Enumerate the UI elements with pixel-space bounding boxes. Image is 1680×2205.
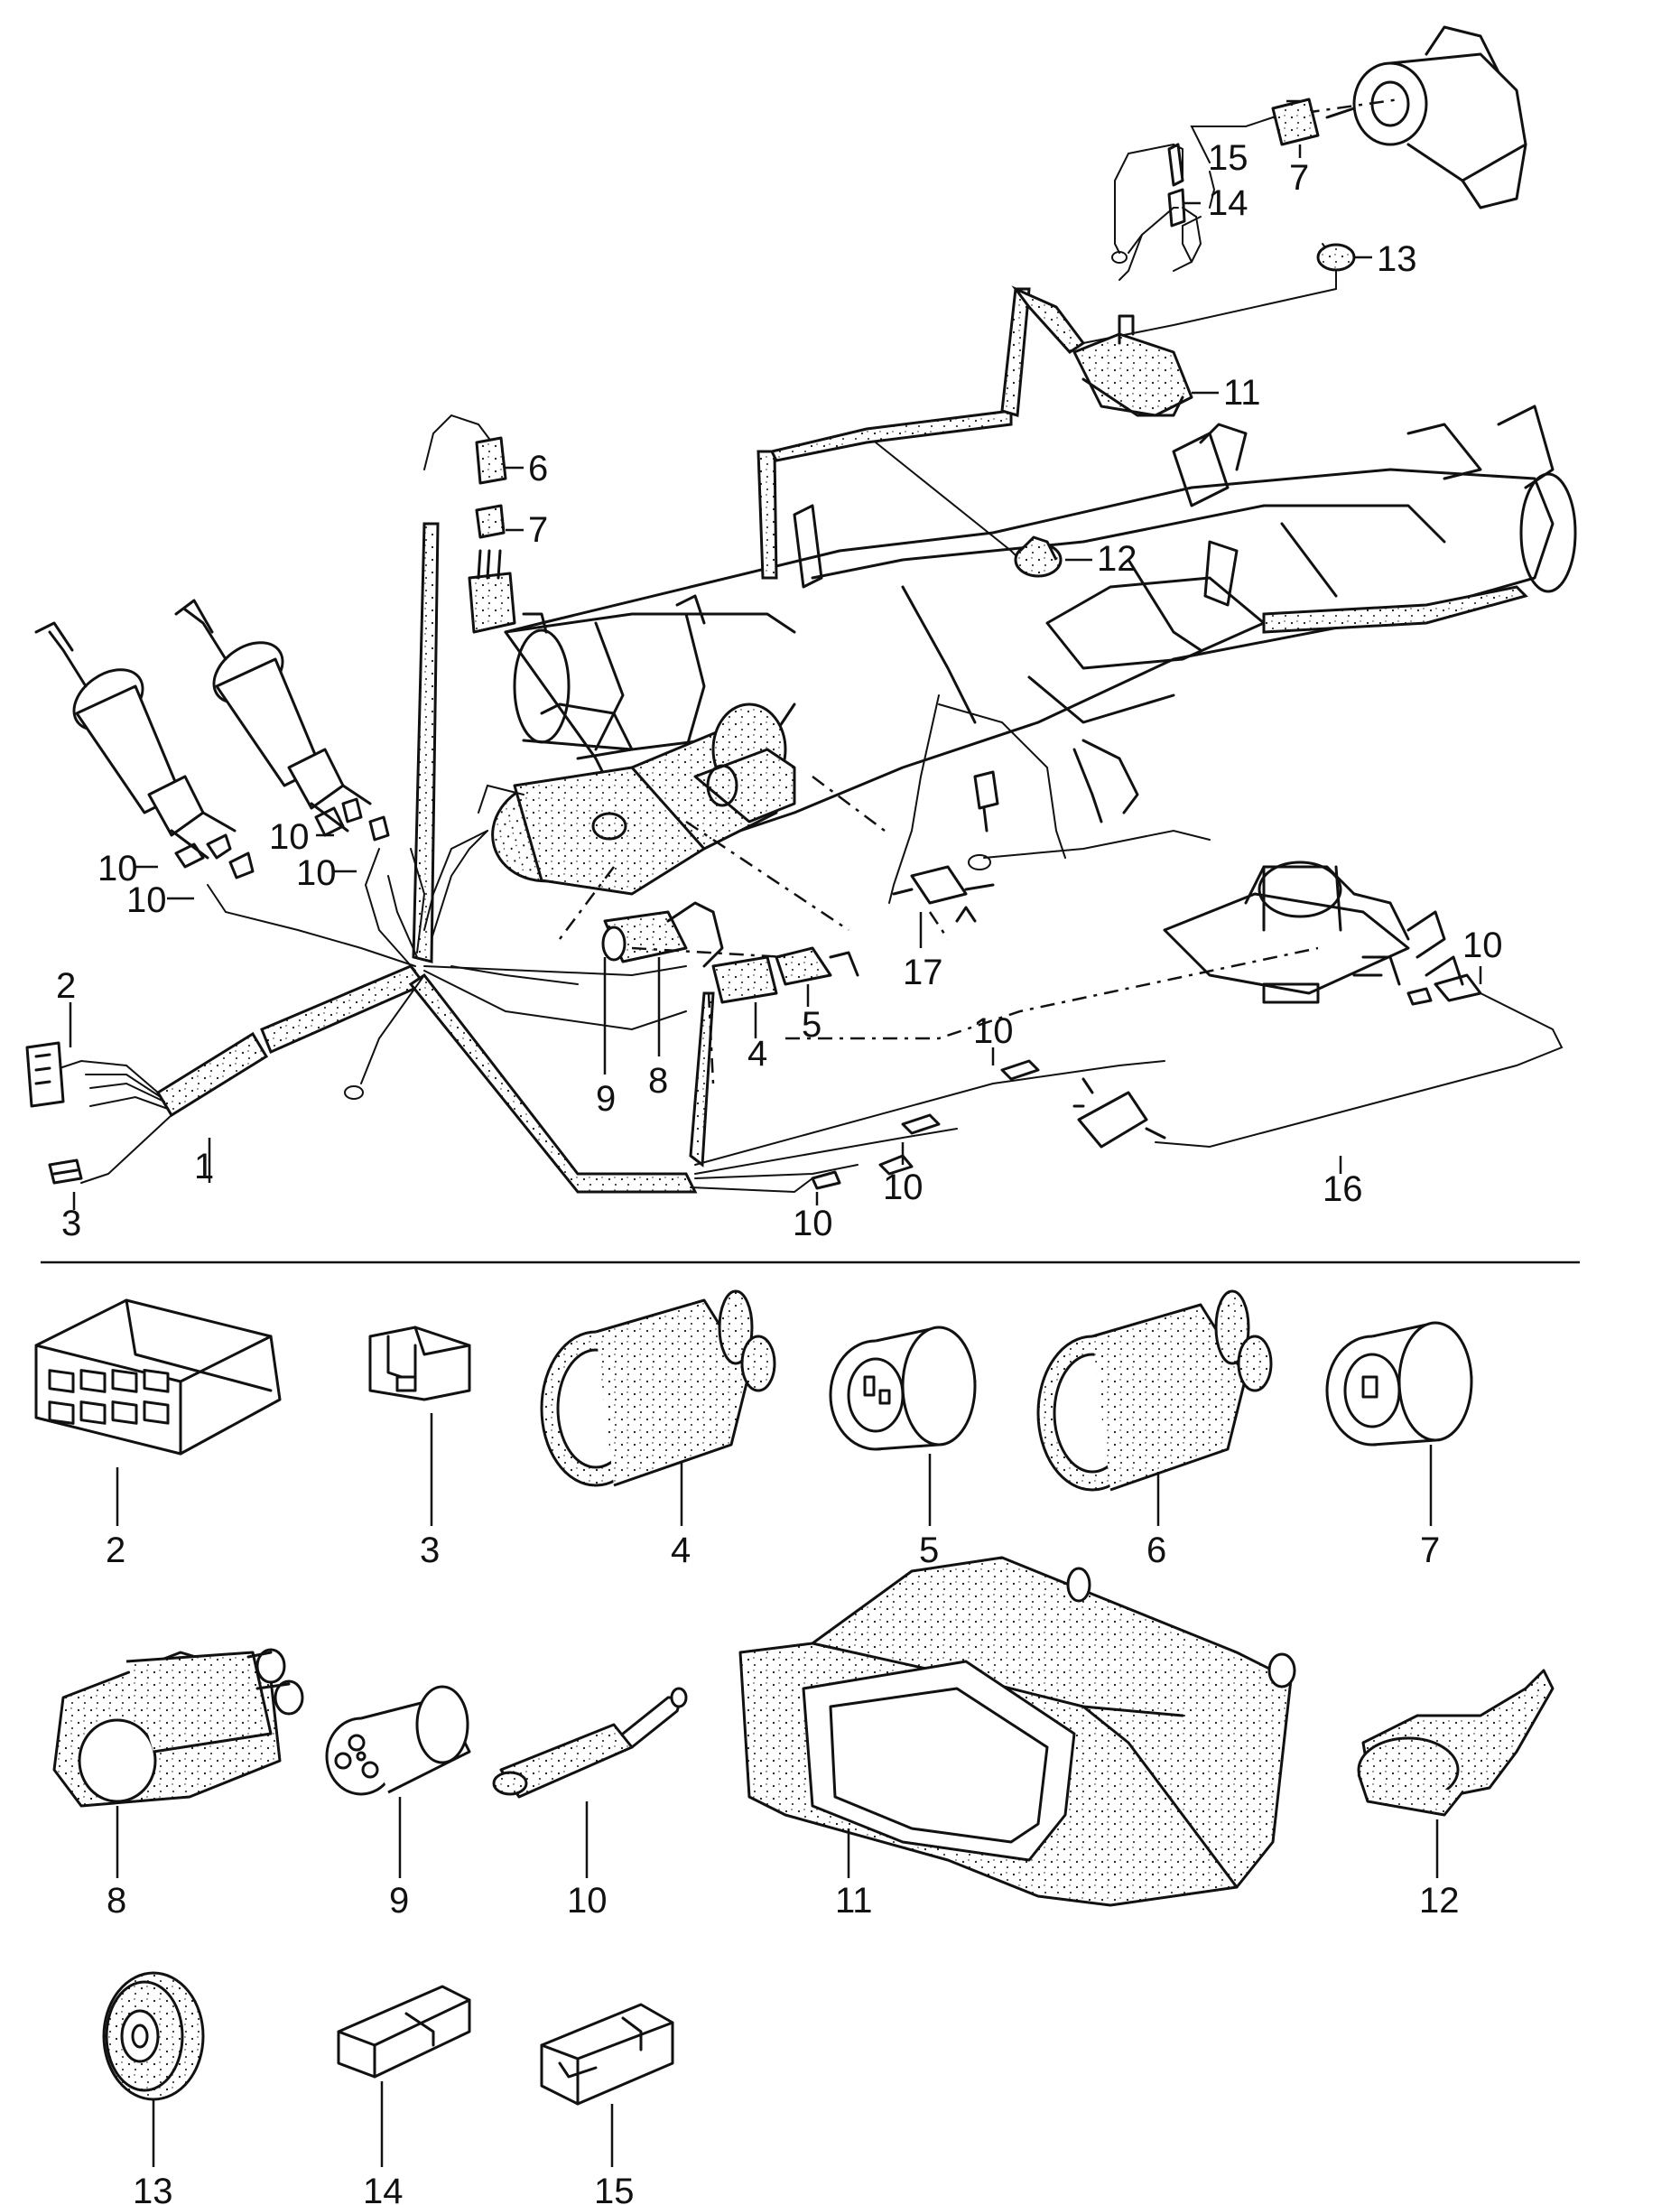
callout-7a: 7: [528, 510, 548, 550]
part-2-connector-housing: 2: [34, 1298, 282, 1570]
part-15-flat-connector: 15: [540, 2003, 674, 2205]
callout-10a: 10: [97, 849, 138, 889]
legend-9: 9: [389, 1881, 409, 1921]
callout-10f: 10: [883, 1168, 924, 1207]
legend-13: 13: [133, 2172, 173, 2205]
connector-16: [1072, 1077, 1166, 1149]
part-6-round-plug: 6: [1036, 1289, 1273, 1570]
harness-wires: [53, 116, 1564, 1194]
callout-6: 6: [528, 449, 548, 488]
explosion-guide-lines: [559, 98, 1400, 1084]
callout-15: 15: [1208, 138, 1248, 178]
callout-5: 5: [802, 1005, 821, 1045]
connector-2-assembly: [25, 1041, 65, 1108]
part-5-socket: 5: [829, 1326, 977, 1570]
horn-unit: [1271, 25, 1527, 209]
part-12-grommet: 12: [1357, 1669, 1555, 1921]
callout-10h: 10: [1462, 926, 1503, 965]
plug-6-7-stack: [468, 436, 516, 634]
legend-7: 7: [1420, 1530, 1440, 1570]
callout-8: 8: [648, 1061, 668, 1101]
relay-17: [892, 865, 995, 923]
part-8-flange-connector: 8: [52, 1648, 304, 1921]
part-9-round-pin-plug: 9: [325, 1685, 471, 1921]
legend-2: 2: [106, 1530, 125, 1570]
legend-8: 8: [107, 1881, 126, 1921]
callout-11: 11: [1223, 373, 1261, 413]
callout-10c: 10: [269, 817, 310, 857]
grommet-12-assembly: [1014, 535, 1063, 578]
fuel-injector-left: [34, 621, 237, 860]
legend-5: 5: [919, 1530, 939, 1570]
part-4-round-plug: 4: [540, 1289, 776, 1570]
legend-10: 10: [567, 1881, 608, 1921]
callout-labels-upper: 1 2 3 4 5 6 7 7 8 9 10 10 10 10 10 10 10…: [56, 138, 1503, 1243]
callout-3: 3: [61, 1204, 81, 1243]
legend-6: 6: [1146, 1530, 1166, 1570]
main-wiring-harness: [155, 285, 1528, 1194]
callout-9: 9: [596, 1079, 616, 1119]
part-3-connector: 3: [368, 1326, 471, 1570]
callout-leaders-upper: [69, 99, 1482, 1210]
fuel-injector-right: [174, 599, 372, 833]
connector-10-pieces: [174, 797, 1482, 1190]
ground-strap: [968, 739, 1139, 870]
callout-10b: 10: [126, 880, 167, 920]
callout-12: 12: [1097, 539, 1137, 579]
connector-11-top: [1072, 314, 1193, 417]
connector-3-assembly: [48, 1158, 83, 1185]
legend-12: 12: [1419, 1881, 1460, 1921]
callout-10e: 10: [973, 1011, 1014, 1051]
part-7-socket: 7: [1325, 1321, 1473, 1570]
legend-15: 15: [594, 2172, 635, 2205]
callout-2: 2: [56, 966, 76, 1006]
distributor-assembly: [423, 702, 796, 931]
callout-16: 16: [1323, 1169, 1363, 1209]
callout-14: 14: [1208, 183, 1248, 223]
part-11-multi-connector-housing: 11: [738, 1556, 1296, 1921]
callout-10g: 10: [793, 1204, 833, 1243]
legend-11: 11: [835, 1881, 873, 1921]
legend-4: 4: [671, 1530, 691, 1570]
callout-17: 17: [903, 953, 943, 992]
callout-13: 13: [1377, 239, 1417, 279]
part-10-cable-terminal: 10: [492, 1687, 688, 1921]
callout-10d: 10: [296, 853, 337, 893]
plug-8-9-inline: [601, 901, 859, 1004]
legend-3: 3: [420, 1530, 440, 1570]
part-14-flat-connector: 14: [337, 1985, 471, 2205]
callout-1: 1: [194, 1147, 214, 1186]
callout-4: 4: [747, 1034, 767, 1074]
ignition-coil: [1163, 861, 1464, 1004]
callout-7b: 7: [1289, 158, 1309, 198]
part-13-round-grommet: 13: [102, 1971, 205, 2205]
legend-14: 14: [363, 2172, 404, 2205]
